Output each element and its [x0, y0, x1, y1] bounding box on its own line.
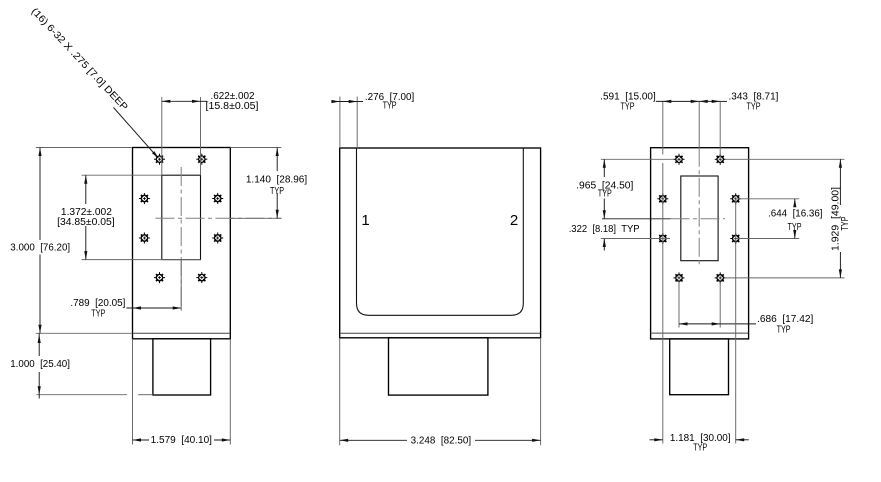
svg-text:TYP: TYP: [777, 325, 791, 336]
svg-text:[15.8±0.05]: [15.8±0.05]: [206, 101, 259, 112]
svg-text:.789 [20.05]: .789 [20.05]: [70, 298, 125, 309]
svg-text:TYP: TYP: [270, 186, 284, 197]
svg-text:.322 [8.18] TYP: .322 [8.18] TYP: [569, 224, 640, 235]
svg-text:3.000 [76.20]: 3.000 [76.20]: [10, 242, 70, 253]
svg-text:.686 [17.42]: .686 [17.42]: [757, 314, 814, 325]
svg-text:.965 [24.50]: .965 [24.50]: [576, 180, 633, 191]
svg-text:.343 [8.71]: .343 [8.71]: [729, 92, 779, 103]
svg-text:1.579 [40.10]: 1.579 [40.10]: [151, 435, 213, 446]
svg-text:.644 [16.36]: .644 [16.36]: [768, 208, 823, 219]
svg-text:TYP: TYP: [621, 101, 635, 112]
svg-text:1.929 [49.00]: 1.929 [49.00]: [831, 187, 842, 251]
svg-text:1.181 [30.00]: 1.181 [30.00]: [670, 433, 731, 444]
svg-text:1.372±.002: 1.372±.002: [61, 207, 112, 218]
svg-text:TYP: TYP: [693, 443, 707, 454]
svg-text:1.140 [28.96]: 1.140 [28.96]: [246, 174, 308, 185]
svg-text:TYP: TYP: [598, 189, 612, 200]
svg-text:TYP: TYP: [840, 216, 851, 230]
svg-text:TYP: TYP: [788, 222, 802, 233]
svg-text:(16) 6-32 X .275 [7.0] DEEP: (16) 6-32 X .275 [7.0] DEEP: [29, 6, 130, 113]
svg-text:TYP: TYP: [91, 308, 105, 319]
svg-text:1: 1: [361, 212, 369, 229]
svg-text:TYP: TYP: [383, 101, 397, 112]
svg-text:TYP: TYP: [747, 101, 761, 112]
svg-text:.276 [7.00]: .276 [7.00]: [365, 92, 415, 103]
svg-text:2: 2: [510, 212, 518, 229]
svg-text:.622±.002: .622±.002: [211, 91, 255, 102]
svg-text:1.000 [25.40]: 1.000 [25.40]: [10, 359, 70, 370]
svg-text:.591 [15.00]: .591 [15.00]: [600, 92, 656, 103]
svg-text:[34.85±0.05]: [34.85±0.05]: [57, 217, 115, 228]
svg-text:3.248 [82.50]: 3.248 [82.50]: [411, 435, 472, 446]
